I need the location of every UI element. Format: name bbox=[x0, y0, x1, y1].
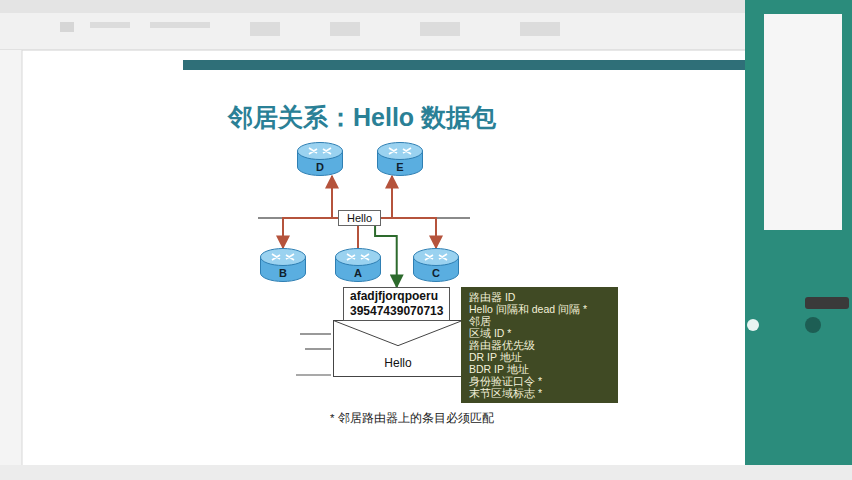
packet-data: afadjfjorqpoeru bbox=[350, 289, 443, 304]
hello-envelope: Hello bbox=[333, 320, 463, 377]
motion-line bbox=[305, 348, 331, 349]
router-arrows bbox=[347, 254, 369, 260]
field-item: 路由器优先级 bbox=[469, 339, 608, 351]
hello-fields-panel: 路由器 IDHello 间隔和 dead 间隔 *邻居区域 ID *路由器优先级… bbox=[461, 287, 618, 403]
field-item: 身份验证口令 * bbox=[469, 375, 608, 387]
strip-border bbox=[22, 50, 23, 465]
side-panel bbox=[745, 0, 852, 465]
ribbon-icon bbox=[330, 22, 360, 36]
router-icon: A bbox=[335, 248, 381, 282]
router-icon: B bbox=[260, 248, 306, 282]
hello-flow-arrow bbox=[357, 226, 359, 248]
ribbon-border bbox=[0, 50, 852, 51]
router-arrows bbox=[425, 254, 447, 260]
router-top bbox=[414, 249, 459, 266]
window-title-bar bbox=[0, 0, 852, 13]
status-bar bbox=[0, 465, 852, 480]
router-label: B bbox=[279, 267, 287, 280]
ribbon-icon bbox=[150, 22, 210, 28]
motion-line bbox=[296, 374, 331, 375]
slide-header-band bbox=[183, 60, 745, 70]
hello-flow-arrow bbox=[381, 176, 392, 218]
ribbon-icon bbox=[250, 22, 280, 36]
panel-icon bbox=[747, 319, 759, 331]
router-label: E bbox=[396, 161, 403, 174]
field-item: Hello 间隔和 dead 间隔 * bbox=[469, 303, 608, 315]
motion-line bbox=[300, 333, 331, 334]
panel-button bbox=[805, 297, 849, 309]
slide-thumbnail-strip bbox=[0, 50, 22, 465]
router-icon: C bbox=[413, 248, 459, 282]
hello-flow-arrow bbox=[283, 218, 338, 248]
router-top bbox=[298, 143, 343, 160]
router-label: C bbox=[432, 267, 440, 280]
ribbon-bar bbox=[0, 0, 852, 50]
slide-title: 邻居关系：Hello 数据包 bbox=[228, 101, 496, 134]
footnote: * 邻居路由器上的条目必须匹配 bbox=[330, 411, 494, 426]
router-label: D bbox=[316, 161, 324, 174]
packet-name: Hello bbox=[347, 211, 372, 225]
ribbon-icon bbox=[60, 22, 74, 32]
field-item: 区域 ID * bbox=[469, 327, 608, 339]
router-arrows bbox=[389, 148, 411, 154]
field-item: BDR IP 地址 bbox=[469, 363, 608, 375]
ribbon-icon bbox=[90, 22, 130, 28]
router-icon: D bbox=[297, 142, 343, 176]
hello-flow-arrow bbox=[381, 218, 436, 248]
router-label: A bbox=[354, 267, 362, 280]
packet-name: Hello bbox=[384, 357, 411, 370]
field-item: 邻居 bbox=[469, 315, 608, 327]
chat-area bbox=[764, 14, 842, 230]
router-arrows bbox=[309, 148, 331, 154]
router-top bbox=[336, 249, 381, 266]
field-item: 末节区域标志 * bbox=[469, 387, 608, 399]
router-top bbox=[261, 249, 306, 266]
packet-data: 39547439070713 bbox=[350, 304, 443, 319]
envelope-flap bbox=[334, 321, 463, 346]
field-item: DR IP 地址 bbox=[469, 351, 608, 363]
router-icon: E bbox=[377, 142, 423, 176]
router-arrows bbox=[272, 254, 294, 260]
ribbon-icon bbox=[420, 22, 460, 36]
router-top bbox=[378, 143, 423, 160]
field-item: 路由器 ID bbox=[469, 291, 608, 303]
ribbon-icon bbox=[520, 22, 560, 36]
packet-label: Hello bbox=[338, 210, 381, 226]
envelope-body bbox=[334, 321, 463, 377]
panel-icon bbox=[805, 317, 821, 333]
packet-data-box: afadjfjorqpoeru39547439070713 bbox=[343, 287, 450, 321]
